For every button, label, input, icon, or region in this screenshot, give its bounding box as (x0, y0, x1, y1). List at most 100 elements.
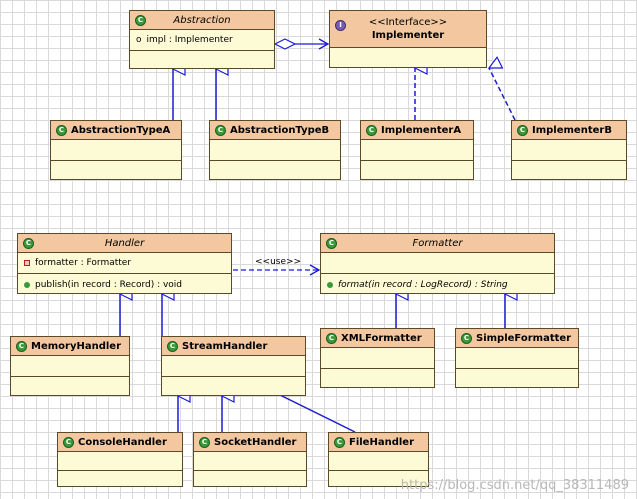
dependency-handler-formatter (233, 264, 321, 276)
class-abstraction-type-b-name: AbstractionTypeB (230, 124, 330, 136)
class-handler[interactable]: C Handler formatter : Formatter publish(… (17, 233, 232, 294)
class-abstraction-type-a-operations (51, 161, 181, 181)
interface-implementer-header: I <<Interface>> Implementer (330, 11, 486, 48)
class-stream-handler-operations (162, 377, 305, 397)
interface-icon: I (335, 20, 346, 31)
interface-implementer-operations (330, 48, 486, 68)
class-xml-formatter[interactable]: C XMLFormatter (320, 328, 435, 388)
class-abstraction-type-a-name: AbstractionTypeA (71, 124, 171, 136)
class-simple-formatter-operations (456, 369, 578, 389)
class-socket-handler[interactable]: C SocketHandler (193, 432, 307, 487)
class-icon: C (326, 237, 337, 249)
class-stream-handler-header: C StreamHandler (162, 337, 305, 356)
class-implementer-a-attributes (361, 140, 473, 161)
class-formatter-attributes (321, 253, 554, 274)
attribute-formatter: formatter : Formatter (35, 258, 132, 268)
class-stream-handler[interactable]: C StreamHandler (161, 336, 306, 396)
class-socket-handler-name: SocketHandler (214, 436, 297, 448)
class-xml-formatter-header: C XMLFormatter (321, 329, 434, 348)
class-implementer-b[interactable]: C ImplementerB (511, 120, 627, 180)
class-abstraction-type-a-header: C AbstractionTypeA (51, 121, 181, 140)
class-formatter[interactable]: C Formatter format(in record : LogRecord… (320, 233, 555, 294)
class-console-handler-operations (58, 471, 182, 488)
class-formatter-operations: format(in record : LogRecord) : String (321, 274, 554, 295)
operation-format: format(in record : LogRecord) : String (338, 279, 508, 290)
class-stream-handler-name: StreamHandler (182, 340, 268, 352)
class-implementer-b-name: ImplementerB (532, 124, 612, 136)
class-file-handler-name: FileHandler (349, 436, 415, 448)
class-handler-name: Handler (104, 237, 145, 249)
class-icon: C (56, 124, 67, 136)
public-visibility-icon: o (136, 35, 142, 45)
class-console-handler-name: ConsoleHandler (78, 436, 167, 448)
inheritance-file-handler (282, 396, 356, 433)
class-abstraction-type-a[interactable]: C AbstractionTypeA (50, 120, 182, 180)
class-abstraction-name: Abstraction (173, 14, 231, 26)
class-abstraction[interactable]: C Abstraction o impl : Implementer (129, 10, 275, 69)
class-simple-formatter-attributes (456, 348, 578, 369)
class-icon: C (199, 436, 210, 448)
class-implementer-a-name: ImplementerA (381, 124, 462, 136)
class-memory-handler-attributes (11, 356, 129, 377)
class-console-handler[interactable]: C ConsoleHandler (57, 432, 183, 487)
class-abstraction-attributes: o impl : Implementer (130, 30, 274, 51)
class-socket-handler-operations (194, 471, 306, 488)
class-implementer-a[interactable]: C ImplementerA (360, 120, 474, 180)
class-memory-handler-name: MemoryHandler (31, 340, 122, 352)
class-formatter-name: Formatter (412, 237, 463, 249)
public-visibility-icon (24, 281, 30, 288)
interface-stereotype: <<Interface>> (368, 17, 448, 28)
class-simple-formatter-header: C SimpleFormatter (456, 329, 578, 348)
class-abstraction-type-b-operations (210, 161, 340, 181)
class-file-handler[interactable]: C FileHandler (328, 432, 429, 487)
class-icon: C (215, 124, 226, 136)
class-memory-handler-operations (11, 377, 129, 397)
use-dependency-label: <<use>> (255, 257, 302, 267)
class-abstraction-header: C Abstraction (130, 11, 274, 30)
class-abstraction-type-b-attributes (210, 140, 340, 161)
class-socket-handler-header: C SocketHandler (194, 433, 306, 452)
class-implementer-a-operations (361, 161, 473, 181)
class-icon: C (135, 14, 146, 26)
watermark-url: https://blog.csdn.net/qq_38311489 (400, 478, 629, 493)
class-icon: C (366, 124, 377, 136)
class-formatter-header: C Formatter (321, 234, 554, 253)
class-icon: C (16, 340, 27, 352)
class-xml-formatter-operations (321, 369, 434, 389)
class-icon: C (326, 332, 337, 344)
class-icon: C (517, 124, 528, 136)
class-icon: C (167, 340, 178, 352)
class-icon: C (461, 332, 472, 344)
class-file-handler-attributes (329, 452, 428, 471)
class-abstraction-type-a-attributes (51, 140, 181, 161)
class-console-handler-header: C ConsoleHandler (58, 433, 182, 452)
operation-publish: publish(in record : Record) : void (35, 279, 183, 290)
class-icon: C (63, 436, 74, 448)
class-implementer-b-operations (512, 161, 626, 181)
class-stream-handler-attributes (162, 356, 305, 377)
class-simple-formatter-name: SimpleFormatter (476, 332, 572, 344)
class-memory-handler-header: C MemoryHandler (11, 337, 129, 356)
class-implementer-b-attributes (512, 140, 626, 161)
interface-implementer-name: Implementer (371, 30, 445, 41)
class-xml-formatter-name: XMLFormatter (341, 332, 422, 344)
class-console-handler-attributes (58, 452, 182, 471)
class-icon: C (23, 237, 34, 249)
class-abstraction-type-b[interactable]: C AbstractionTypeB (209, 120, 341, 180)
class-handler-header: C Handler (18, 234, 231, 253)
aggregation-abstraction-implementer (273, 38, 330, 50)
public-visibility-icon (327, 281, 333, 288)
class-memory-handler[interactable]: C MemoryHandler (10, 336, 130, 396)
attribute-impl: impl : Implementer (146, 35, 233, 45)
class-implementer-a-header: C ImplementerA (361, 121, 473, 140)
private-visibility-icon (24, 260, 30, 266)
class-xml-formatter-attributes (321, 348, 434, 369)
realization-implementer-b (489, 68, 516, 121)
class-icon: C (334, 436, 345, 448)
class-handler-attributes: formatter : Formatter (18, 253, 231, 274)
class-simple-formatter[interactable]: C SimpleFormatter (455, 328, 579, 388)
interface-implementer[interactable]: I <<Interface>> Implementer (329, 10, 487, 68)
class-abstraction-type-b-header: C AbstractionTypeB (210, 121, 340, 140)
